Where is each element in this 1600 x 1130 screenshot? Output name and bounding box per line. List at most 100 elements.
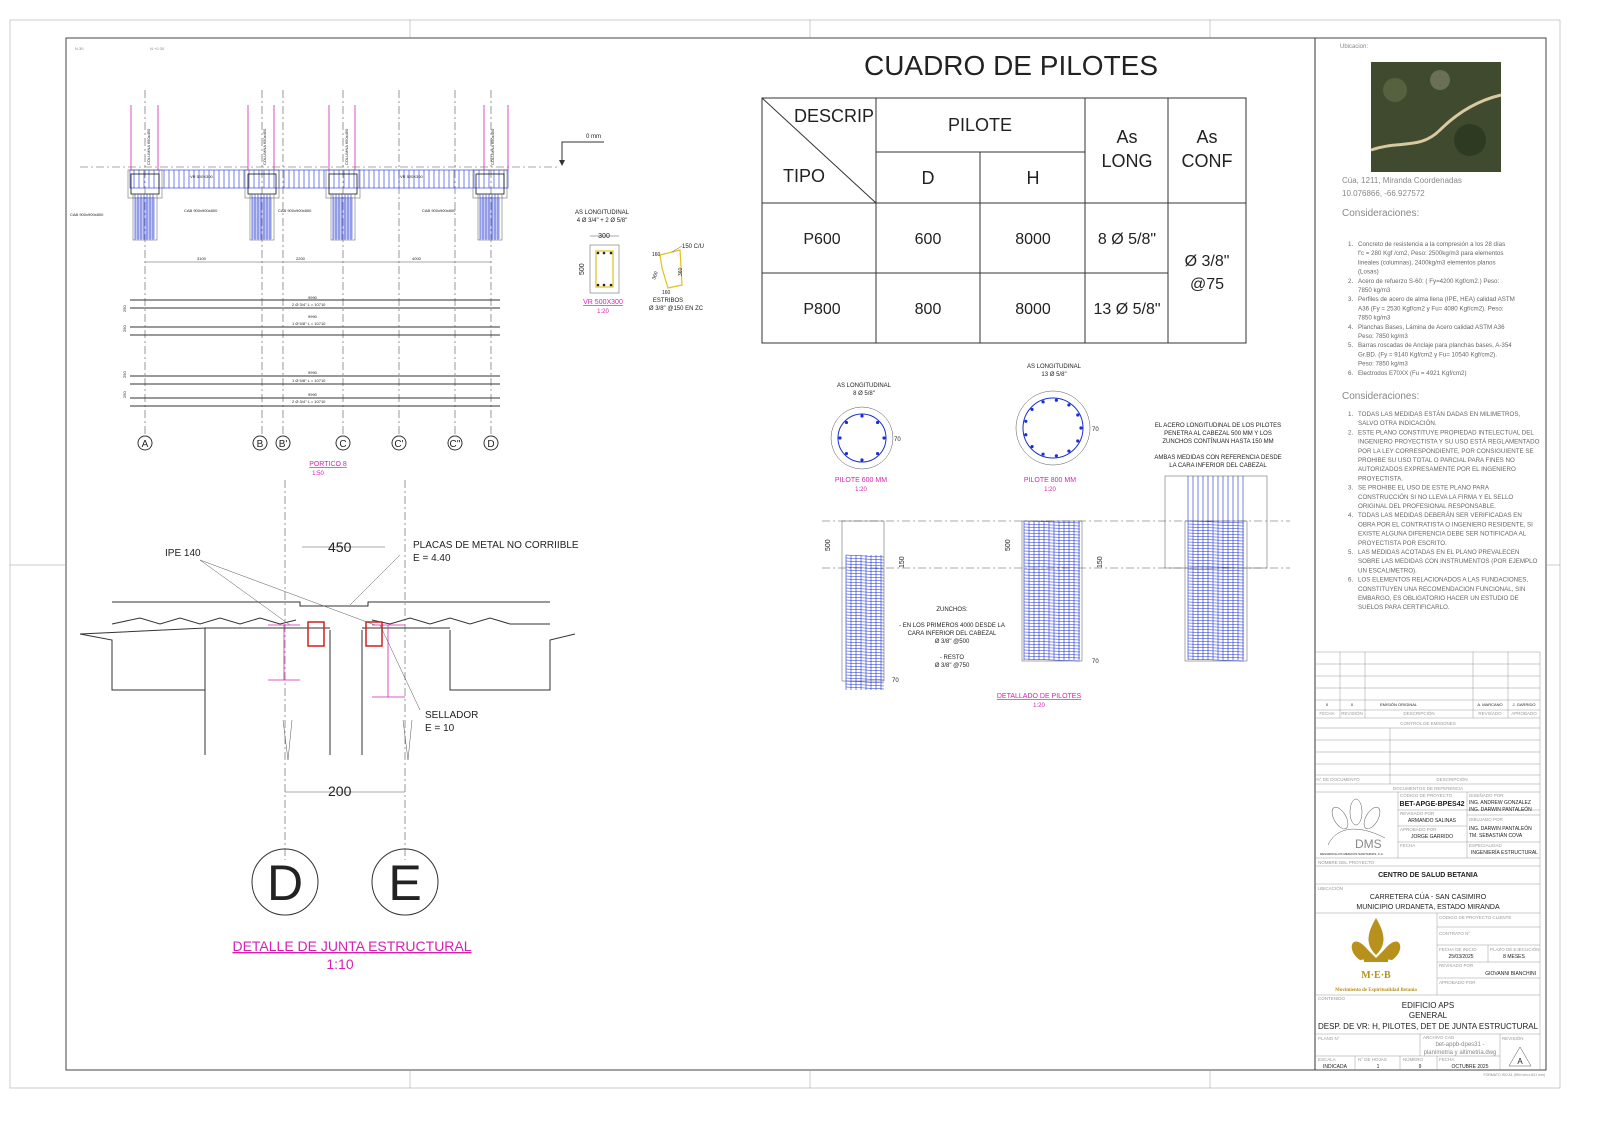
consideration-line: CONSTRUCCIÓN SI NO LLEVA LA FIRMA Y EL S… (1358, 494, 1513, 501)
pile-section-600: AS LONGITUDINAL 8 Ø 5/8" 70 PILOTE 600 M… (830, 383, 901, 493)
section-scale: 1:20 (597, 309, 609, 315)
label: FECHA (1439, 1057, 1454, 1062)
consideration-number: 2. (1348, 278, 1353, 285)
consideration-number: 3. (1348, 485, 1353, 492)
meb-logo: M·E·B Movimiento de Espiritualidad Betan… (1335, 918, 1417, 993)
detail-scale: 1:20 (1033, 703, 1045, 709)
ubicacion-label: Ubicacion: (1340, 44, 1368, 50)
stirrup-dim: 160 (652, 252, 661, 258)
consideration-line: PROHIBE SU USO TOTAL O PARCIAL PARA FINE… (1358, 457, 1515, 464)
bar-length: 9990 (308, 392, 318, 397)
consideration-line: Acero de refuerzo S-60: ( Fy=4200 Kgf/cm… (1358, 278, 1499, 285)
joint-scale: 1:10 (326, 956, 353, 972)
rebar (1076, 413, 1080, 417)
header-long: LONG (1101, 151, 1152, 171)
consideration-line: SUELOS PARA CERTIFICARLO. (1358, 604, 1450, 611)
dim: 150 (1097, 556, 1104, 568)
consideration-number: 6. (1348, 370, 1353, 377)
bar-length: 9990 (308, 314, 318, 319)
emission-desc: EMISIÓN ORIGINAL (1380, 702, 1418, 707)
ubicacion: MUNICIPIO URDANETA, ESTADO MIRANDA (1356, 904, 1500, 911)
consideration-line: EXISTE ALGUNA DIFERENCIA DEBE SER NOTIFI… (1358, 531, 1527, 538)
note: AMBAS MEDIDAS CON REFERENCIA DESDE (1154, 455, 1281, 461)
bar-desc: 1 Ø 5/8" L = 10710 (292, 378, 326, 383)
consideration-line: POR LA LEY CORRESPONDIENTE, POR CONSIGUI… (1358, 448, 1534, 455)
disenado: ING. ANDREW GONZALEZ (1469, 800, 1531, 806)
pile-scale: 1:20 (1044, 487, 1056, 493)
cover-dim: 70 (894, 437, 901, 443)
project-code: BET-APGE-BPES42 (1400, 801, 1465, 808)
consideration-line: LOS ELEMENTOS RELACIONADOS A LAS FUNDACI… (1358, 577, 1528, 584)
dibujado: ING. DARWIN PANTALEÓN (1469, 825, 1532, 832)
table-title: CUADRO DE PILOTES (864, 50, 1158, 81)
piles-table: CUADRO DE PILOTES DESCRIP TIPO PILOTE D … (761, 50, 1247, 344)
joint-width-dim: 450 (328, 539, 352, 555)
label: CÓDIGO DE PROYECTO (1400, 792, 1453, 798)
consideration-line: ORIGINAL DEL PROFESIONAL RESPONSABLE. (1358, 503, 1496, 510)
label: CONTRATO N° (1439, 931, 1470, 936)
corner-label-mid: N.+0.30 (150, 46, 165, 51)
label: NÚMERO (1403, 1056, 1423, 1062)
beam-label: VR 500X300 (400, 174, 423, 179)
archivo: bet-appb-dpes31 - (1435, 1042, 1484, 1048)
consideration-number: 3. (1348, 296, 1353, 303)
label: PLAZO DE EJECUCIÓN (1490, 946, 1540, 952)
label: APROBADO POR (1439, 980, 1476, 985)
span-dim: 3100 (197, 256, 207, 261)
address: 10.076866, -66.927572 (1342, 189, 1425, 198)
consideration-number: 4. (1348, 324, 1353, 331)
level-label: 0 mm (586, 134, 601, 140)
label: NOMBRE DEL PROYECTO (1318, 860, 1375, 865)
consideration-line: SE PROHIBE EL USO DE ESTE PLANO PARA (1358, 485, 1490, 492)
rebar (1079, 426, 1083, 430)
side-dim: 250 (122, 305, 127, 312)
table-row: P600 600 8000 8 Ø 5/8" (803, 231, 1156, 248)
cell-tipo: P800 (803, 301, 840, 318)
cell-conf: @75 (1190, 276, 1224, 293)
rebar (860, 414, 864, 418)
cover-dim: 70 (1092, 427, 1099, 433)
stirrup-dim: 360 (651, 271, 660, 281)
zunchos-note: Ø 3/8" @500 (935, 639, 970, 645)
stirrup-hook: 150 C/U (682, 244, 704, 250)
label: REVISADO POR (1400, 811, 1435, 816)
dms-logo-text: DMS (1355, 837, 1382, 851)
consideration-line: A36 (Fy = 2530 Kgf/cm2 y Fu= 4080 Kgf/cm… (1358, 305, 1504, 312)
portico-scale: 1:50 (312, 471, 324, 477)
cap-label: CAB 900x900x800 (70, 212, 104, 217)
consideration-number: 1. (1348, 411, 1353, 418)
header: REVISADO (1478, 711, 1502, 716)
plazo: 8 MESES (1503, 954, 1525, 960)
table-row: P800 800 8000 13 Ø 5/8" (803, 301, 1160, 318)
rebar (875, 420, 880, 425)
stirrup-dim: 160 (662, 290, 671, 296)
axis-markers: A B B' C C' C'' D (137, 435, 499, 451)
zunchos-note: - RESTO (940, 655, 965, 661)
cell-tipo: P600 (803, 231, 840, 248)
stirrup-spec: Ø 3/8" @150 EN ZC (649, 306, 704, 312)
consideration-line: OBRA POR EL CONTRATISTA O INGENIERO RESI… (1358, 521, 1533, 528)
rebar (1067, 449, 1071, 453)
consideration-line: 7850 kg/m3 (1358, 315, 1391, 322)
hojas: 1 (1377, 1064, 1380, 1070)
as-title: AS LONGITUDINAL (575, 210, 630, 216)
header-conf: CONF (1182, 151, 1233, 171)
aprobado: JORGE GARRIDO (1411, 834, 1453, 840)
label: ESCALA (1318, 1057, 1336, 1062)
cell-d: 600 (915, 231, 942, 248)
consideration-line: TODAS LAS MEDIDAS DEBERÁN SER VERIFICADA… (1358, 512, 1522, 519)
as-title: AS LONGITUDINAL (837, 383, 892, 389)
detail-title: DETALLADO DE PILOTES (997, 693, 1082, 700)
header: APROBADO (1511, 711, 1537, 716)
contenido: GENERAL (1409, 1011, 1448, 1020)
zunchos-note: Ø 3/8" @750 (935, 663, 970, 669)
fecha-inicio: 25/03/2025 (1448, 954, 1473, 960)
rebar (1024, 419, 1028, 423)
header: DESCRIPCIÓN (1436, 776, 1467, 782)
joint-title: DETALLE DE JUNTA ESTRUCTURAL (232, 938, 471, 954)
axis-label: D (487, 439, 494, 450)
bar-desc: 2 Ø 3/4" L = 10710 (292, 302, 326, 307)
consideration-number: 5. (1348, 549, 1353, 556)
cell-h: 8000 (1015, 231, 1051, 248)
cell-h: 8000 (1015, 301, 1051, 318)
